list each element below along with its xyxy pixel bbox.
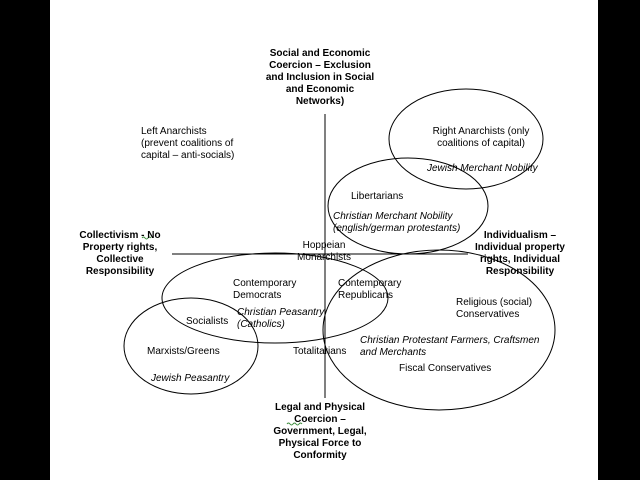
christian-merchant-label: Christian Merchant Nobility (english/ger…: [333, 211, 461, 234]
marxists-ellipse: [123, 297, 259, 395]
contemporary-democrats-label: Contemporary Democrats: [233, 278, 297, 301]
right-axis-label: Individualism – Individual property righ…: [474, 230, 565, 277]
spellcheck-underline-dash: [286, 422, 303, 426]
jewish-merchant-label: Jewish Merchant Nobility: [427, 163, 538, 174]
jewish-peasantry-label: Jewish Peasantry: [151, 373, 230, 384]
conservatives-ellipse: [322, 249, 556, 411]
diagram-canvas: [123, 88, 556, 426]
religious-conservatives-label: Religious (social) Conservatives: [456, 297, 533, 320]
fiscal-conservatives-label: Fiscal Conservatives: [399, 363, 492, 374]
slide: Social and Economic Coercion – Exclusion…: [50, 0, 598, 480]
top-axis-label: Social and Economic Coercion – Exclusion…: [265, 48, 375, 107]
democrats-ellipse: [161, 252, 389, 344]
left-axis-label: Collectivism - No Property rights, Colle…: [79, 230, 161, 277]
hoppeian-label: Hoppeian Monarchists: [297, 240, 351, 263]
left-anarchists-label: Left Anarchists (prevent coalitions of c…: [141, 126, 235, 161]
christian-peasantry-label: Christian Peasantry (Catholics): [237, 307, 325, 330]
right-anarchists-label: Right Anarchists (only coalitions of cap…: [432, 126, 530, 149]
libertarians-label: Libertarians: [351, 191, 404, 202]
christian-protestant-label: Christian Protestant Farmers, Craftsmen …: [360, 335, 540, 358]
socialists-label: Socialists: [186, 316, 229, 327]
totalitarians-label: Totalitarians: [293, 346, 347, 357]
spellcheck-underline-no: [141, 236, 152, 240]
right-anarchists-ellipse: [388, 88, 544, 190]
bottom-axis-label: Legal and Physical Coercion – Government…: [273, 402, 367, 460]
contemporary-republicans-label: Contemporary Republicans: [338, 278, 402, 301]
marxists-label: Marxists/Greens: [147, 346, 220, 357]
libertarians-ellipse: [327, 157, 489, 255]
